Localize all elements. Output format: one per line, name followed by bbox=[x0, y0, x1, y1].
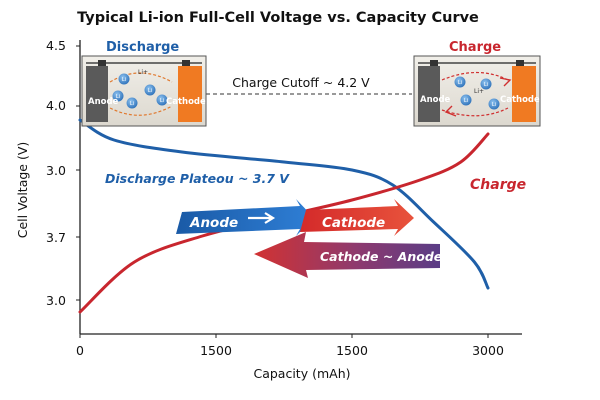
y-tick-label: 3.0 bbox=[46, 163, 66, 178]
discharge-plateau-label: Discharge Plateou ~ 3.7 V bbox=[105, 171, 290, 186]
ion-path bbox=[441, 107, 509, 117]
cathode-arrow-shape bbox=[300, 199, 414, 236]
anode-label: Anode bbox=[88, 97, 119, 107]
ion-path bbox=[109, 105, 173, 116]
li-ion-icon bbox=[126, 97, 138, 109]
ion-label: Li bbox=[160, 98, 164, 104]
charge-inset-title: Charge bbox=[449, 40, 501, 55]
anode-arrow-shape bbox=[176, 199, 314, 236]
arrowhead-icon bbox=[499, 77, 512, 87]
ion-path bbox=[441, 71, 509, 81]
discharge-inset: Discharge Li Li Li Li Li Li+ Anode Catho… bbox=[81, 40, 207, 127]
anode-electrode bbox=[418, 66, 440, 122]
li-ion-icon bbox=[112, 90, 124, 102]
cathode-electrode bbox=[178, 66, 202, 122]
terminal-icon bbox=[182, 60, 190, 66]
ion-label: Li bbox=[122, 77, 126, 83]
ion-small-label: Li+ bbox=[474, 88, 484, 95]
cathode-to-anode-arrow: Cathode ~ Anode bbox=[254, 232, 442, 278]
cathode-label: Cathode bbox=[166, 97, 206, 107]
li-ion-icon bbox=[156, 94, 168, 106]
chart-title: Typical Li-ion Full-Cell Voltage vs. Cap… bbox=[77, 10, 479, 26]
ion-label: Li bbox=[130, 101, 134, 107]
arrowhead-icon bbox=[444, 105, 457, 117]
charge-curve-label: Charge bbox=[470, 177, 526, 193]
anode-label: Anode bbox=[420, 95, 451, 105]
cathode-label: Cathode bbox=[500, 95, 540, 105]
anode-electrode bbox=[86, 66, 108, 122]
x-tick-label: 0 bbox=[76, 343, 84, 358]
ion-small-label: Li+ bbox=[138, 69, 148, 76]
x-tick-label: 1500 bbox=[200, 343, 232, 358]
y-tick-label: 3.7 bbox=[46, 230, 66, 245]
li-ion-icon bbox=[144, 84, 156, 96]
terminal-icon bbox=[98, 60, 106, 66]
cathode-arrow: Cathode bbox=[300, 199, 414, 236]
ion-label: Li bbox=[148, 88, 152, 94]
terminal-icon bbox=[516, 60, 524, 66]
y-tick-label: 3.0 bbox=[46, 293, 66, 308]
ion-label: Li bbox=[484, 82, 488, 88]
ion-label: Li bbox=[492, 102, 496, 108]
ion-path bbox=[109, 72, 173, 83]
ion-label: Li bbox=[464, 98, 468, 104]
discharge-curve bbox=[78, 118, 490, 290]
discharge-inset-title: Discharge bbox=[106, 40, 179, 55]
cathode-electrode bbox=[512, 66, 536, 122]
li-ion-icon bbox=[488, 98, 500, 110]
terminal-icon bbox=[430, 60, 438, 66]
anode-arrow-label: Anode bbox=[189, 215, 238, 231]
ion-label: Li bbox=[116, 94, 120, 100]
x-axis-label: Capacity (mAh) bbox=[253, 366, 350, 381]
li-ion-icon bbox=[460, 94, 472, 106]
li-ion-icon bbox=[480, 78, 492, 90]
reverse-arrow-shape bbox=[254, 232, 440, 278]
ion-label: Li bbox=[458, 80, 462, 86]
charge-inset: Charge Li Li Li Li Li+ Anode Cathode bbox=[413, 40, 541, 127]
cathode-arrow-label: Cathode bbox=[322, 215, 385, 231]
y-tick-label: 4.0 bbox=[46, 98, 66, 113]
cutoff-label-bg bbox=[222, 73, 380, 91]
x-tick-label: 3000 bbox=[472, 343, 504, 358]
charge-cutoff-label: Charge Cutoff ~ 4.2 V bbox=[232, 75, 370, 90]
x-tick-label: 1500 bbox=[336, 343, 368, 358]
reverse-arrow-label: Cathode ~ Anode bbox=[320, 249, 442, 264]
anode-to-cathode-arrow: Anode bbox=[176, 199, 314, 236]
li-ion-icon bbox=[454, 76, 466, 88]
x-ticks: 0 1500 1500 3000 bbox=[76, 334, 504, 358]
y-axis-label: Cell Voltage (V) bbox=[15, 142, 30, 239]
y-tick-label: 4.5 bbox=[46, 38, 66, 53]
li-ion-icon bbox=[118, 73, 130, 85]
small-arrow-icon bbox=[248, 212, 276, 224]
y-ticks: 4.5 4.0 3.0 3.7 3.0 bbox=[46, 38, 80, 308]
